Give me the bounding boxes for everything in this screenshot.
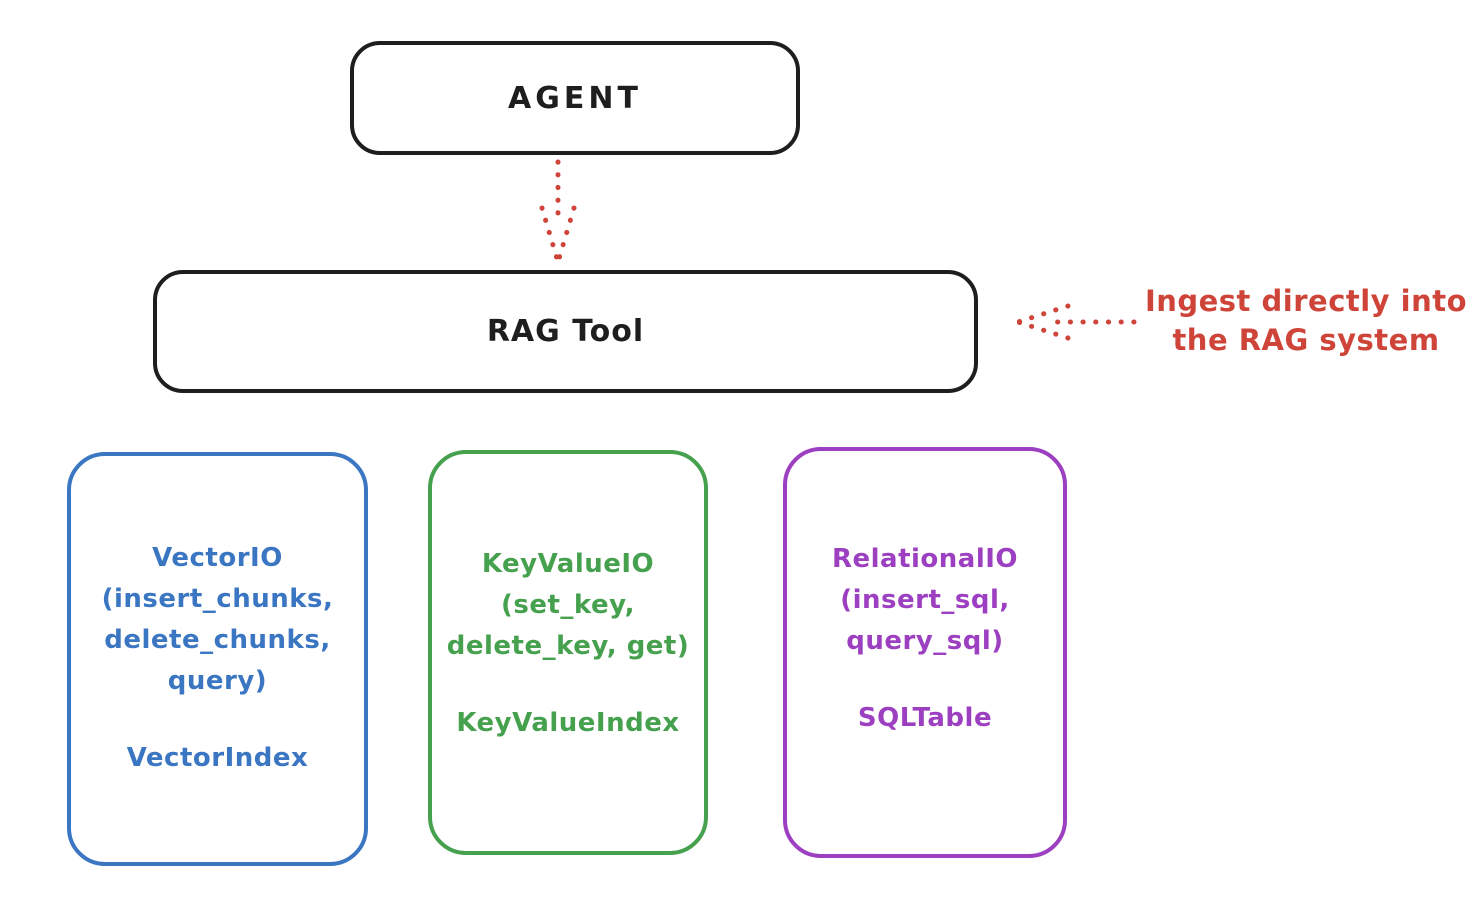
keyvalue-index-label: KeyValueIndex — [456, 708, 680, 738]
sql-table-label: SQLTable — [857, 703, 993, 733]
rag-tool-node: RAG Tool — [153, 270, 978, 393]
vector-index-label: VectorIndex — [126, 743, 309, 773]
ingest-annotation-line1: Ingest directly into — [1144, 284, 1468, 318]
vector-io-line: delete_chunks, — [104, 625, 331, 655]
vector-io-line: (insert_chunks, — [101, 584, 334, 614]
vector-io-label: VectorIO (insert_chunks, delete_chunks, … — [71, 538, 364, 779]
relational-io-line: query_sql) — [846, 626, 1004, 656]
ingest-annotation-arrow-icon — [1015, 303, 1137, 341]
ingest-annotation: Ingest directly into the RAG system — [1130, 282, 1482, 360]
relational-io-line: RelationalIO — [831, 544, 1019, 574]
ingest-annotation-line2: the RAG system — [1172, 323, 1440, 357]
vector-io-line: query) — [167, 666, 268, 696]
agent-node: AGENT — [350, 41, 800, 155]
keyvalue-io-label: KeyValueIO (set_key, delete_key, get) Ke… — [432, 544, 704, 744]
keyvalue-io-line: KeyValueIO — [481, 549, 655, 579]
agent-label: AGENT — [508, 80, 642, 116]
vector-io-line: VectorIO — [152, 543, 283, 573]
relational-io-line: (insert_sql, — [840, 585, 1010, 615]
relational-io-node: RelationalIO (insert_sql, query_sql) SQL… — [783, 447, 1067, 858]
keyvalue-io-line: delete_key, get) — [446, 631, 690, 661]
vector-io-node: VectorIO (insert_chunks, delete_chunks, … — [67, 452, 368, 866]
relational-io-label: RelationalIO (insert_sql, query_sql) SQL… — [787, 539, 1063, 739]
rag-tool-label: RAG Tool — [486, 314, 645, 349]
keyvalue-io-node: KeyValueIO (set_key, delete_key, get) Ke… — [428, 450, 708, 855]
keyvalue-io-line: (set_key, — [501, 590, 635, 620]
agent-to-rag-arrow-icon — [539, 159, 577, 265]
